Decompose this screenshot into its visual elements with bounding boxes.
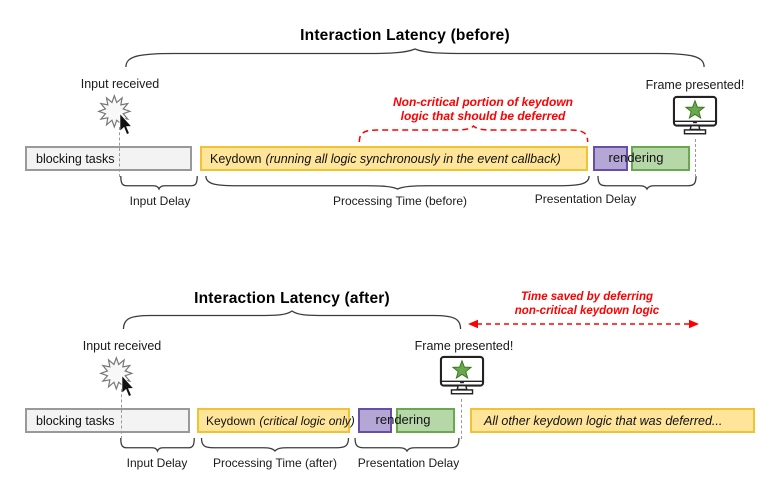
- after-processing-time-label: Processing Time (after): [212, 456, 338, 470]
- after-keydown-detail: (critical logic only): [259, 413, 355, 428]
- before-deferred-note-line2: logic that should be deferred: [400, 109, 566, 123]
- monitor-star-icon: [672, 95, 718, 135]
- before-frame-presented-label: Frame presented!: [645, 78, 745, 92]
- after-title: Interaction Latency (after): [194, 290, 390, 307]
- after-deferred-logic-bar: All other keydown logic that was deferre…: [470, 408, 755, 433]
- before-rendering-bar: [631, 146, 690, 171]
- after-time-saved-line1: Time saved by deferring: [520, 291, 654, 303]
- after-input-delay-brace: [120, 438, 195, 451]
- before-title: Interaction Latency (before): [300, 27, 510, 44]
- before-input-delay-brace: [120, 176, 198, 189]
- before-frame-connector-line: [695, 139, 696, 177]
- after-presentation-brace: [354, 438, 460, 451]
- monitor-star-icon: [439, 355, 485, 395]
- after-time-saved-note: Time saved by deferring non-critical key…: [494, 291, 680, 318]
- after-keydown-label: Keydown(critical logic only): [199, 414, 355, 428]
- before-blocking-tasks-bar: blocking tasks: [25, 146, 192, 171]
- after-blocking-tasks-bar: blocking tasks: [25, 408, 190, 433]
- after-keydown-bar: Keydown(critical logic only): [197, 408, 355, 433]
- before-presentation-delay-label: Presentation Delay: [534, 192, 637, 206]
- before-keydown-name: Keydown: [210, 151, 262, 166]
- after-time-saved-line2: non-critical keydown logic: [514, 304, 660, 317]
- before-deferred-note-line1: Non-critical portion of keydown: [392, 95, 573, 109]
- before-input-received-label: Input received: [80, 77, 160, 91]
- before-processing-brace: [202, 176, 593, 189]
- after-frame-connector-line: [461, 399, 462, 439]
- after-deferred-logic-label: All other keydown logic that was deferre…: [484, 413, 723, 428]
- after-rendering-bar: [396, 408, 455, 433]
- after-processing-brace: [200, 438, 350, 451]
- click-starburst-icon: [98, 355, 135, 398]
- after-input-connector-line: [121, 389, 122, 439]
- after-compositing-bar: [358, 408, 392, 433]
- before-keydown-label: Keydown(running all logic synchronously …: [202, 152, 561, 166]
- click-starburst-icon: [96, 93, 133, 136]
- after-keydown-name: Keydown: [206, 413, 256, 428]
- before-deferred-brace: [357, 126, 590, 142]
- after-input-delay-label: Input Delay: [126, 456, 188, 470]
- before-keydown-bar: Keydown(running all logic synchronously …: [200, 146, 588, 171]
- before-latency-brace: [120, 49, 710, 67]
- before-presentation-brace: [597, 176, 697, 189]
- after-blocking-tasks-label: blocking tasks: [36, 413, 115, 428]
- before-blocking-tasks-label: blocking tasks: [36, 151, 115, 166]
- after-presentation-delay-label: Presentation Delay: [357, 456, 460, 470]
- before-deferred-note: Non-critical portion of keydown logic th…: [383, 95, 583, 123]
- before-processing-time-label: Processing Time (before): [332, 194, 468, 208]
- before-rendering-label: rendering: [608, 150, 664, 165]
- before-compositing-bar: [593, 146, 628, 171]
- after-latency-brace: [120, 311, 464, 329]
- before-input-connector-line: [119, 127, 120, 177]
- before-input-delay-label: Input Delay: [129, 194, 191, 208]
- after-rendering-label: rendering: [375, 412, 431, 427]
- time-saved-arrow: [468, 319, 699, 329]
- before-keydown-detail: (running all logic synchronously in the …: [265, 151, 561, 166]
- after-frame-presented-label: Frame presented!: [414, 339, 514, 353]
- after-input-received-label: Input received: [82, 339, 162, 353]
